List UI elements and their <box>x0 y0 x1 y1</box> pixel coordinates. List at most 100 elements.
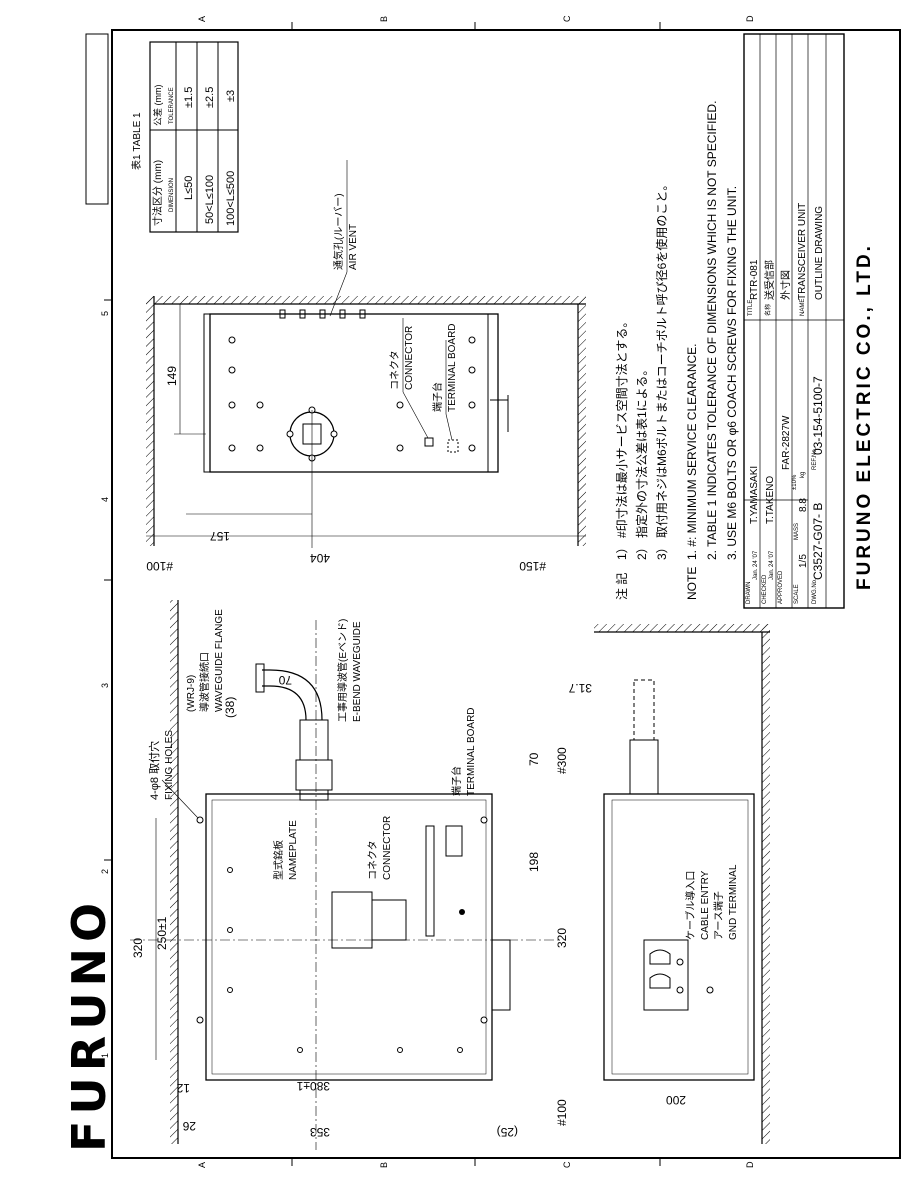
tb-name-jp-label: 名称 <box>764 304 772 316</box>
table-row1-dim: L≤50 <box>183 176 195 200</box>
dim-150: #150 <box>519 559 546 573</box>
nameplate-en: NAMEPLATE <box>288 820 299 880</box>
tb-dwg-label: DWG.No. <box>812 578 818 604</box>
tb-scale-label: SCALE <box>794 584 800 604</box>
revision-box <box>85 33 109 205</box>
table-row3-tol: ±3 <box>225 90 237 102</box>
table-col1-header-jp: 寸法区分 (mm) <box>151 160 164 226</box>
note-en-3: 3. USE M6 BOLTS OR φ6 COACH SCREWS FOR F… <box>725 186 739 560</box>
table-row2-tol: ±2.5 <box>204 87 216 108</box>
dim-25: (25) <box>497 1125 518 1139</box>
zone-a-bot: A <box>197 1162 207 1168</box>
notes: 注 記 1） #印寸法は最小サービス空間寸法とする。 2） 指定外の寸法公差は表… <box>614 101 739 600</box>
zone-labels: A B C D A B C D 1 2 3 4 5 <box>100 15 755 1168</box>
dim-26: 26 <box>182 1119 196 1133</box>
dim-300: #300 <box>555 747 569 774</box>
e-bend-en: E-BEND WAVEGUIDE <box>352 621 363 722</box>
note-en-1: 1. #: MINIMUM SERVICE CLEARANCE. <box>685 344 699 561</box>
wrj-label: (WRJ-9) <box>186 675 197 712</box>
dim-320-top: 320 <box>131 938 145 958</box>
tb-checked-date: Jan. 24 '07 <box>769 550 775 580</box>
bottom-view: ケーブル導入口 CABLE ENTRY アース端子 GND TERMINAL <box>594 624 770 1144</box>
dim-198: 198 <box>527 852 541 872</box>
table-row1-tol: ±1.5 <box>183 87 195 108</box>
front-view: 320 250±1 12 26 380±1 353 (25) (38) 70 7… <box>130 600 686 1150</box>
tb-mass: 8.8 <box>798 498 809 512</box>
zone-a-top: A <box>197 16 207 22</box>
tb-ref-no: 03-154-5100-7 <box>811 376 825 455</box>
zone-5: 5 <box>100 311 110 316</box>
tb-model: FAR-2827W <box>781 415 792 470</box>
dim-380: 380±1 <box>296 1079 330 1093</box>
zone-1: 1 <box>100 1053 110 1058</box>
drawing-frame <box>111 29 901 1159</box>
tb-mass-unit: kg <box>800 472 806 478</box>
connector-en: CONNECTOR <box>382 816 393 880</box>
title-block: DRAWN CHECKED APPROVED SCALE DWG.No. REF… <box>743 33 875 609</box>
dim-149: 149 <box>165 366 179 386</box>
tb-drawn-date: Jan. 24 '07 <box>753 550 759 580</box>
dim-200: 200 <box>666 1093 686 1107</box>
zone-3: 3 <box>100 683 110 688</box>
tb-checked-label: CHECKED <box>762 574 768 604</box>
tolerance-table: 表1 TABLE 1 寸法区分 (mm) DIMENSION 公差 (mm) T… <box>130 41 239 233</box>
zone-b-bot: B <box>379 1162 389 1168</box>
terminal-board-jp: 端子台 <box>450 766 463 796</box>
note-jp-3: 3） 取付用ネジはM6ボルトまたはコーチボルト呼び径6を使用のこと。 <box>654 179 669 560</box>
company-name: FURUNO ELECTRIC CO., LTD. <box>854 243 875 590</box>
e-bend-jp: 工事用導波管(Eベンド) <box>336 619 349 722</box>
tb-title-jp: 送受信部 <box>763 260 776 300</box>
note-jp-2: 2） 指定外の寸法公差は表1による。 <box>634 364 649 560</box>
notes-jp-label: 注 記 <box>614 573 629 600</box>
connector2-jp: コネクタ <box>389 350 401 390</box>
tb-mass-label: MASS <box>794 523 800 540</box>
zone-ticks <box>104 22 661 1166</box>
tb-checked-by: T.TAKENO <box>765 476 776 524</box>
furuno-logo: FURUNO <box>62 896 116 1152</box>
tb-name-label: NAME <box>800 299 806 316</box>
dim-70-b: 70 <box>527 752 541 766</box>
tb-approved-label: APPROVED <box>778 570 784 604</box>
note-en-2: 2. TABLE 1 INDICATES TOLERANCE OF DIMENS… <box>705 101 719 560</box>
cable-entry-en: CABLE ENTRY <box>700 870 711 940</box>
dim-353: 353 <box>310 1125 330 1139</box>
side-view-right: 149 157 404 #100 #150 通気孔(ルーバー) AIR VENT… <box>146 160 586 573</box>
note-jp-1: 1） #印寸法は最小サービス空間寸法とする。 <box>615 316 629 560</box>
fixing-holes-en: FIXING HOLES <box>164 730 175 800</box>
table-col1-header-en: DIMENSION <box>169 178 175 212</box>
terminal-board-en: TERMINAL BOARD <box>466 707 477 796</box>
tb-dwg-no: C3527-G07- B <box>811 503 825 580</box>
table-row3-dim: 100<L≤500 <box>225 171 237 226</box>
dim-31-7: 31.7 <box>568 681 592 695</box>
gnd-terminal-jp: アース端子 <box>712 891 725 940</box>
waveguide-flange-jp: 導波管接続口 <box>198 652 211 712</box>
zone-c-bot: C <box>562 1161 572 1168</box>
air-vent-en: AIR VENT <box>348 224 359 270</box>
table-col2-header-jp: 公差 (mm) <box>152 85 163 127</box>
waveguide-flange-en: WAVEGUIDE FLANGE <box>214 609 225 712</box>
zone-b-top: B <box>379 16 389 22</box>
terminal2-en: TERMINAL BOARD <box>447 323 458 412</box>
zone-d-bot: D <box>745 1161 755 1168</box>
zone-4: 4 <box>100 497 110 502</box>
fixing-holes-jp: 4-φ8 取付穴 <box>147 741 161 800</box>
terminal2-jp: 端子台 <box>431 382 444 412</box>
dim-70-a: 70 <box>278 673 292 687</box>
dim-320-mid: 320 <box>555 928 569 948</box>
table-title: 表1 TABLE 1 <box>130 112 143 170</box>
nameplate-jp: 型式銘板 <box>272 840 285 880</box>
dim-250: 250±1 <box>155 916 169 950</box>
tb-drawn-by: T.YAMASAKI <box>749 466 760 524</box>
tb-scale: 1/5 <box>798 554 809 568</box>
dim-38: (38) <box>223 697 237 718</box>
zone-d-top: D <box>745 15 755 22</box>
zone-c-top: C <box>562 15 572 22</box>
dim-404: 404 <box>310 551 330 565</box>
dim-100-right: #100 <box>146 559 173 573</box>
tb-drawn-label: DRAWN <box>746 582 752 604</box>
gnd-terminal-en: GND TERMINAL <box>728 864 739 940</box>
connector-jp: コネクタ <box>367 840 379 880</box>
table-col2-header-en: TOLERANCE <box>169 87 175 124</box>
dim-12: 12 <box>176 1081 190 1095</box>
